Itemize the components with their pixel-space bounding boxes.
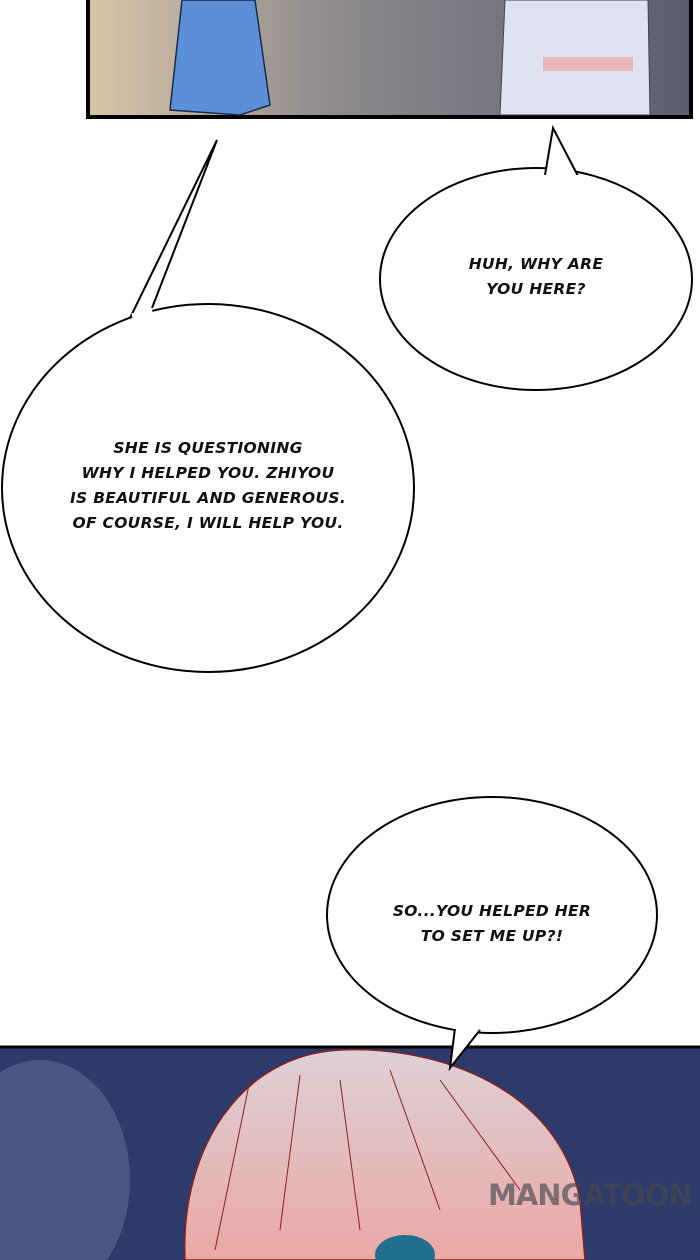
speech-bubble-3 xyxy=(326,796,658,1034)
bubble-line: OF COURSE, I WILL HELP YOU. xyxy=(72,514,344,532)
pink-hair-character xyxy=(184,1048,586,1260)
bubble-3-text: SO...YOU HELPED HER TO SET ME UP?! xyxy=(372,899,612,949)
bubble-1-text: HUH, WHY ARE YOU HERE? xyxy=(436,252,636,302)
bubble-line: SHE IS QUESTIONING xyxy=(113,439,303,457)
bubble-3-tail xyxy=(448,1027,481,1072)
speech-bubble-2 xyxy=(1,139,415,673)
bubble-line: YOU HERE? xyxy=(486,280,586,298)
blue-robe-figure xyxy=(169,0,271,116)
eye xyxy=(375,1235,435,1260)
bubble-line: HUH, WHY ARE xyxy=(468,255,604,273)
bottom-panel xyxy=(0,1045,700,1260)
bubble-line: IS BEAUTIFUL AND GENEROUS. xyxy=(69,489,347,507)
speech-bubble-1 xyxy=(379,124,693,391)
bubble-2-text: SHE IS QUESTIONING WHY I HELPED YOU. ZHI… xyxy=(48,436,368,536)
bubble-line: WHY I HELPED YOU. ZHIYOU xyxy=(81,464,335,482)
top-panel xyxy=(86,0,693,119)
bubble-line: TO SET ME UP?! xyxy=(420,927,564,945)
watermark: MANGATOON xyxy=(488,1178,693,1212)
bubble-line: SO...YOU HELPED HER xyxy=(392,902,592,920)
